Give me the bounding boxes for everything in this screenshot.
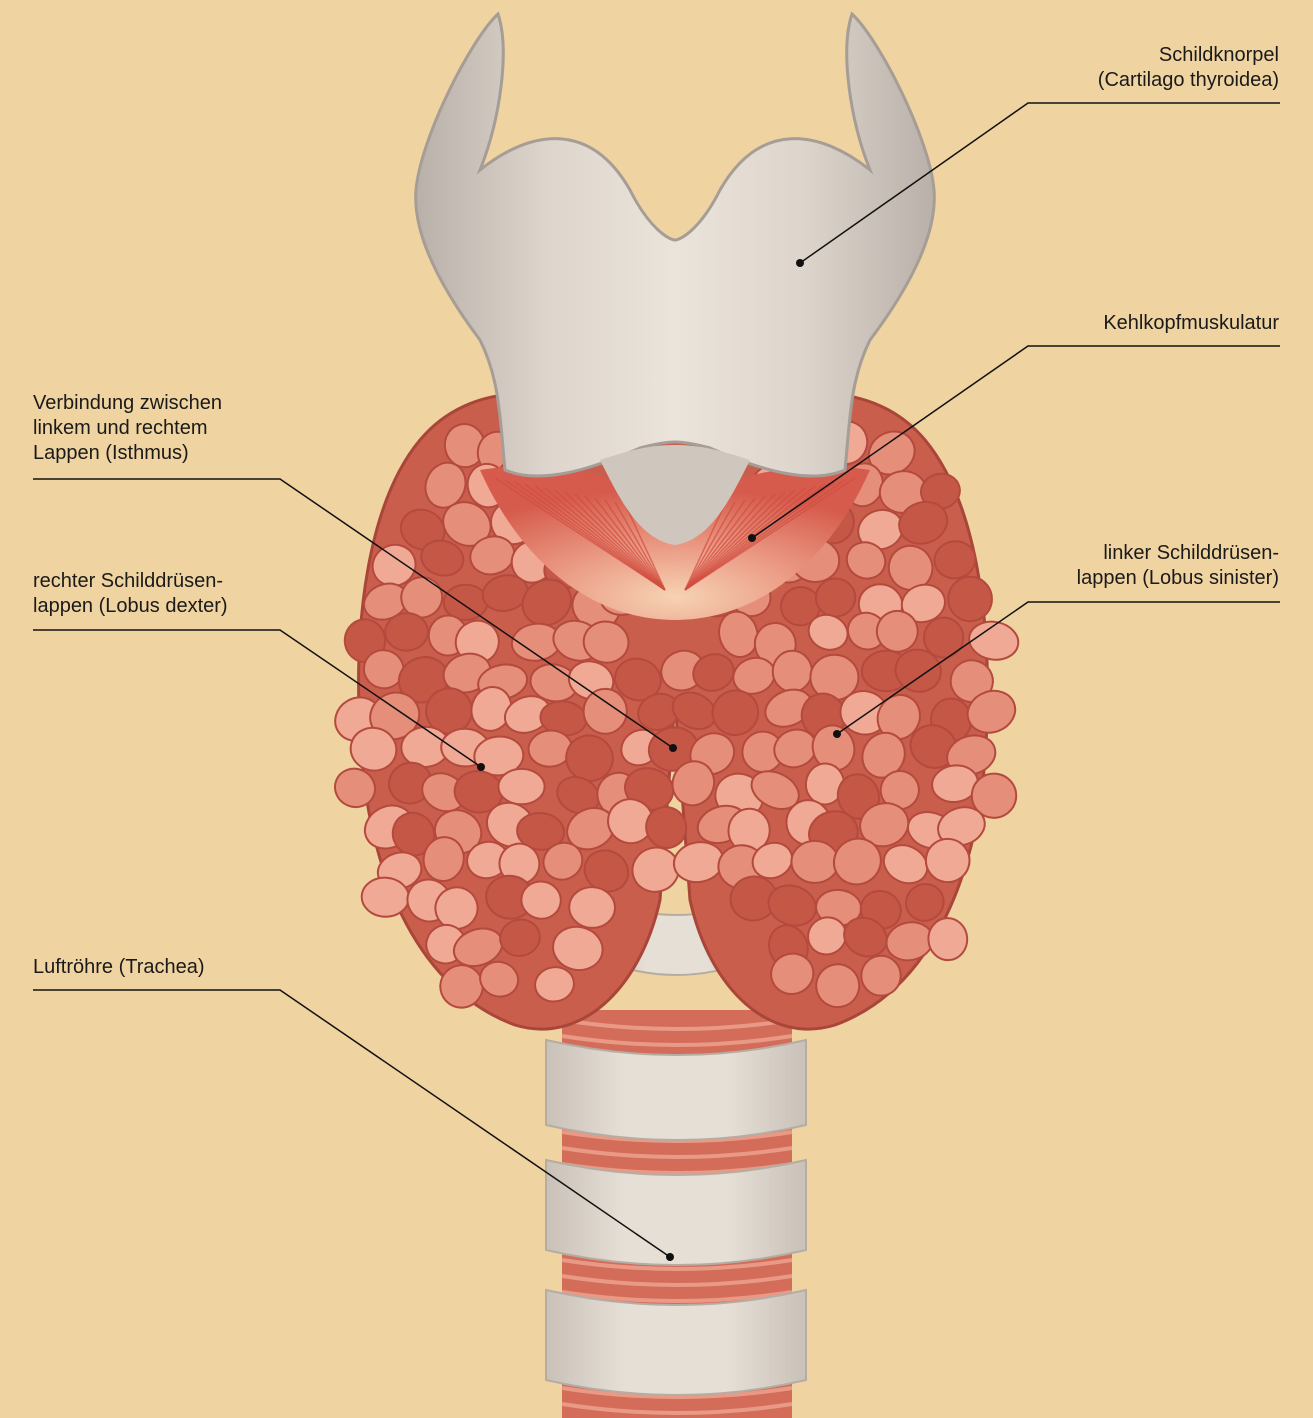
thyroid-lobule [791, 840, 839, 883]
label-isthmus: Verbindung zwischen linkem und rechtem L… [33, 391, 222, 466]
label-thyroid-cartilage: Schildknorpel (Cartilago thyroidea) [1098, 43, 1279, 93]
thyroid-lobule [861, 956, 900, 996]
label-laryngeal-muscles: Kehlkopfmuskulatur [1103, 311, 1279, 336]
leader-laryngeal-muscles-dot [748, 534, 756, 542]
leader-trachea-dot [666, 1253, 674, 1261]
leader-left-lobe-dot [833, 730, 841, 738]
trachea-ring [546, 1160, 806, 1265]
trachea-ring [546, 1290, 806, 1395]
leader-right-lobe-dot [477, 763, 485, 771]
thyroid-lobule [498, 769, 544, 804]
thyroid-lobule [948, 577, 992, 621]
leader-isthmus-dot [669, 744, 677, 752]
thyroid-lobule [772, 650, 812, 692]
leader-thyroid-cartilage-dot [796, 259, 804, 267]
label-right-lobe: rechter Schilddrüsen- lappen (Lobus dext… [33, 569, 228, 619]
trachea-ring [546, 1040, 806, 1140]
label-trachea: Luftröhre (Trachea) [33, 955, 205, 980]
label-left-lobe: linker Schilddrüsen- lappen (Lobus sinis… [1077, 541, 1279, 591]
thyroid-lobule [384, 612, 429, 652]
